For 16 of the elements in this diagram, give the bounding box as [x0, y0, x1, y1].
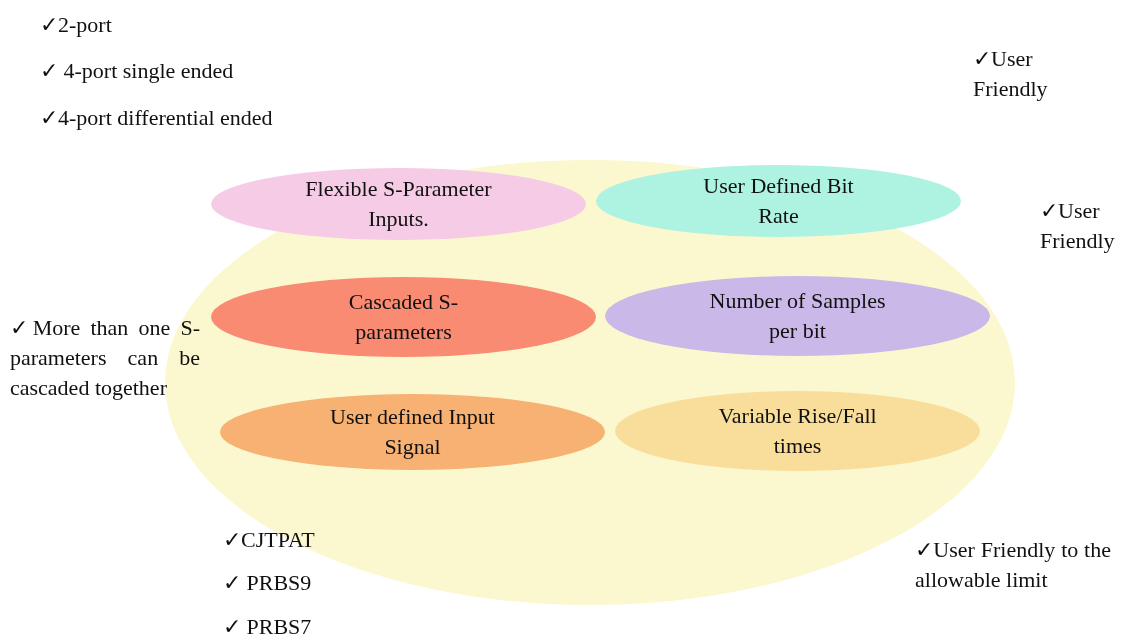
feature-text: Variable Rise/Fall times — [717, 402, 878, 460]
note-text: ✓User Friendly — [973, 45, 1049, 103]
note-text: ✓User Friendly — [1040, 197, 1116, 255]
note-text: ✓2-port — [40, 11, 113, 39]
note-text: ✓ 4-port single ended — [40, 57, 235, 85]
note-text: ✓4-port differential ended — [40, 104, 274, 132]
feature-text: Number of Samples per bit — [708, 287, 887, 345]
note-text: ✓ PRBS9 — [223, 569, 313, 597]
feature-text: Cascaded S-parameters — [347, 288, 460, 346]
feature-text: User Defined Bit Rate — [702, 172, 855, 230]
note-text: ✓CJTPAT — [223, 526, 316, 554]
note-text: ✓More than one S-parameters can be cascaded together — [10, 314, 200, 402]
feature-text: Flexible S-Parameter Inputs. — [304, 175, 493, 233]
feature-text: User defined Input Signal — [329, 403, 496, 461]
note-text: ✓ PRBS7 — [223, 613, 313, 641]
note-text: ✓User Friendly to the allowable limit — [915, 536, 1111, 594]
